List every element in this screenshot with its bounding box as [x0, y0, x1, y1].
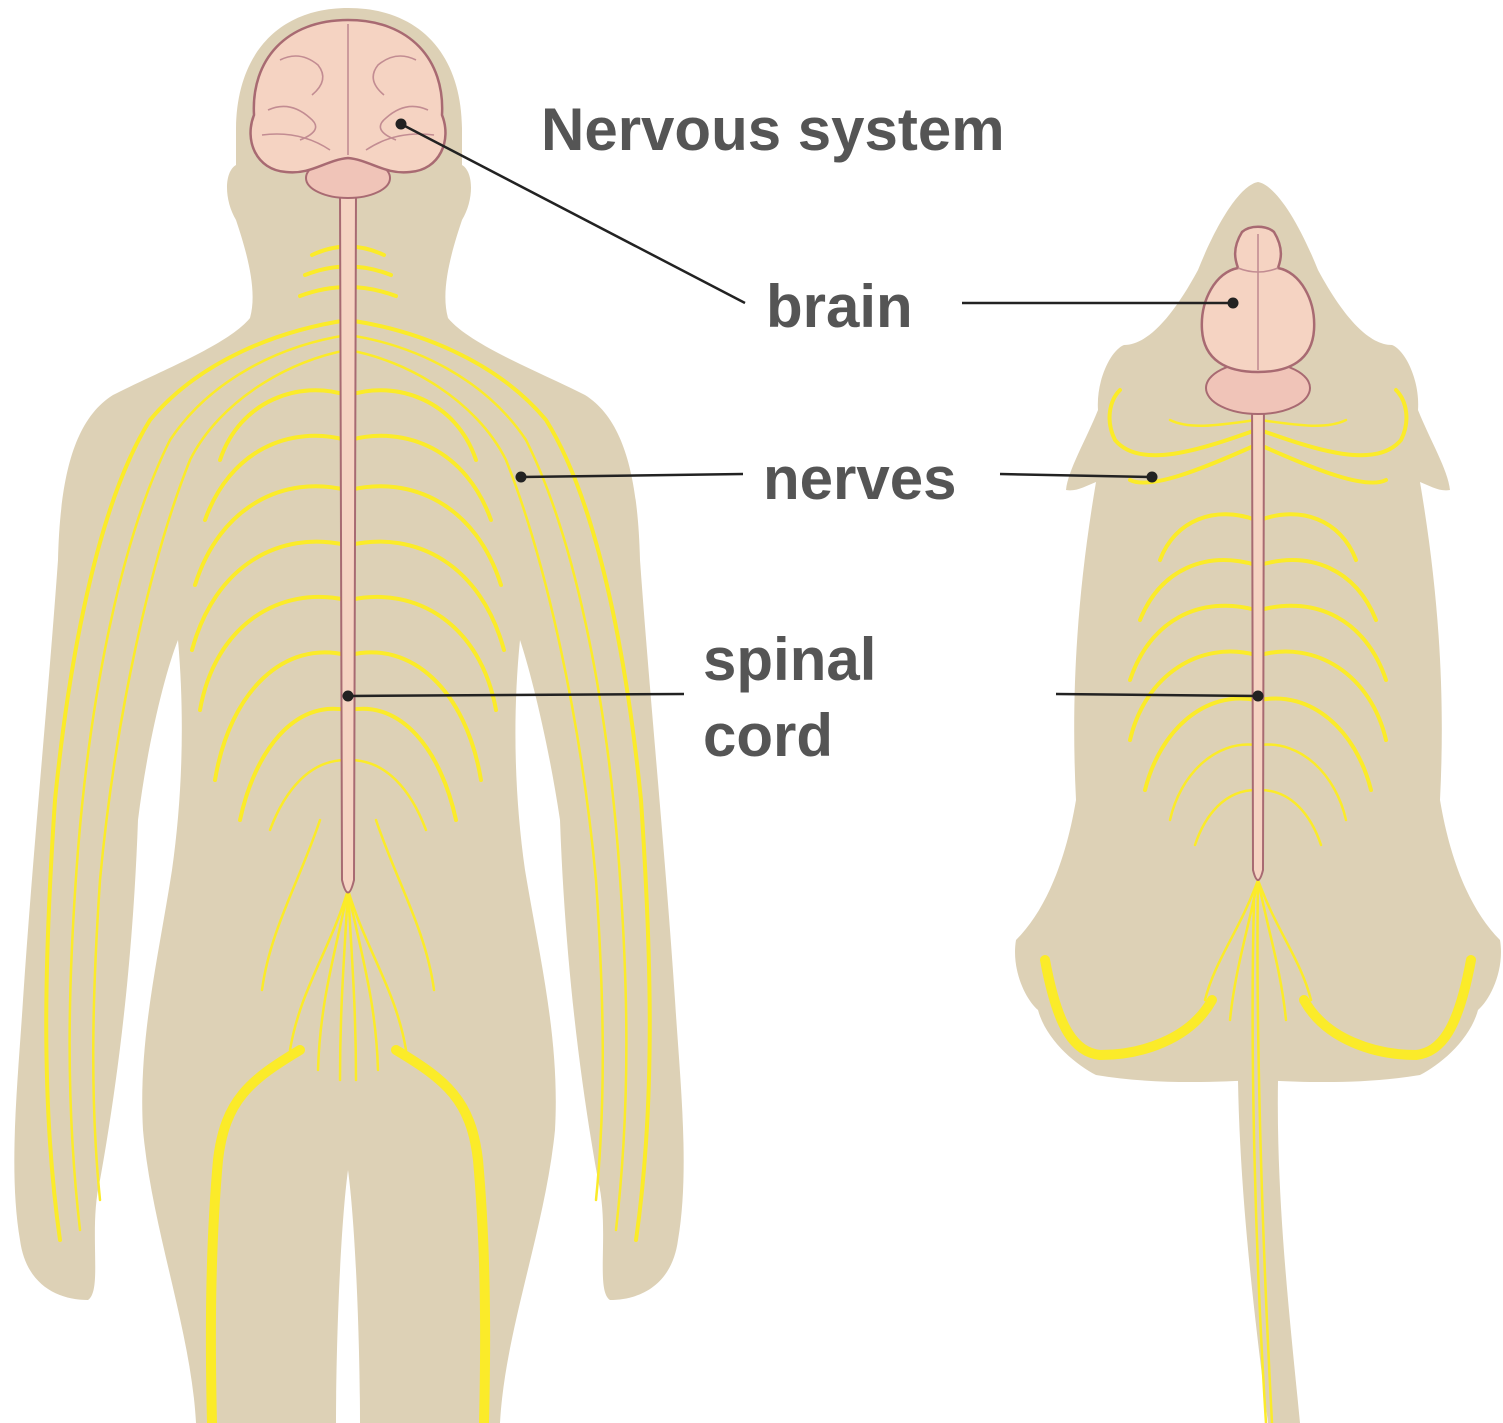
rodent-spinal-cord: [1252, 380, 1264, 880]
spinal-cord-label-line1: spinal: [703, 626, 876, 693]
nerves-label: nerves: [763, 445, 956, 512]
spinal-cord-label-line2: cord: [703, 702, 833, 769]
diagram-title: Nervous system: [541, 96, 1005, 163]
nerves-pointer-human: [516, 472, 527, 483]
brain-pointer-rodent: [1228, 298, 1239, 309]
spinal-pointer-human: [343, 691, 354, 702]
nerves-pointer-rodent: [1147, 472, 1158, 483]
human-brain: [251, 20, 446, 172]
brain-label: brain: [766, 273, 913, 340]
rodent-figure: [1015, 182, 1501, 1423]
human-spinal-cord: [340, 190, 356, 893]
spinal-pointer-rodent: [1253, 691, 1264, 702]
brain-pointer-human: [396, 119, 407, 130]
